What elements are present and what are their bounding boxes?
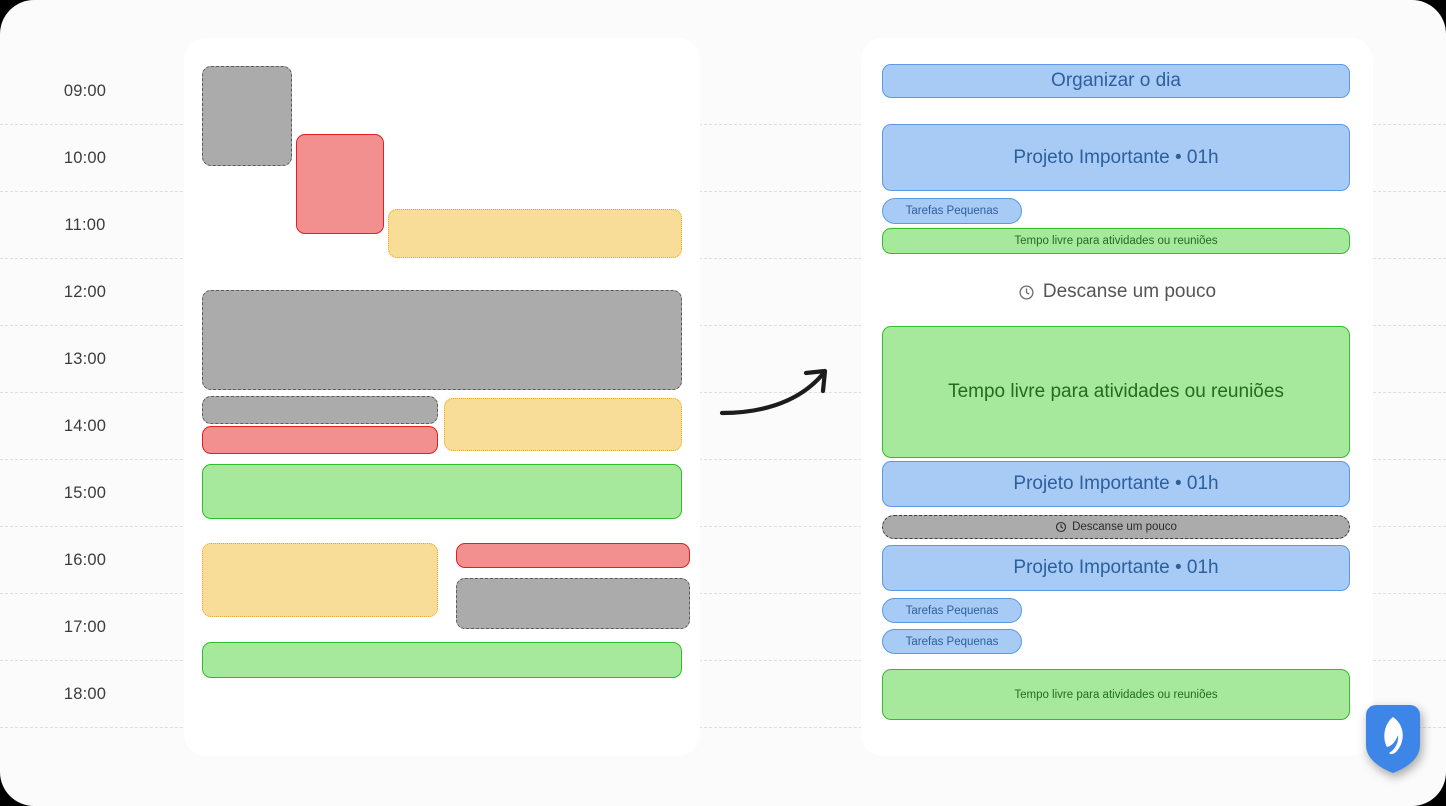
hour-label-1000: 10:00 [63,149,107,167]
calendar-block-red-9[interactable] [456,543,690,568]
calendar-block-yellow-8[interactable] [202,543,438,617]
task-card-label: Organizar o dia [1051,70,1181,91]
calendar-block-red-1[interactable] [296,134,384,234]
task-card-label: Tempo livre para atividades ou reuniões [948,381,1284,402]
task-card-blue-pill-2[interactable]: Tarefas Pequenas [882,198,1022,224]
calendar-block-gray-3[interactable] [202,290,682,390]
calendar-block-red-6[interactable] [202,426,438,454]
calendar-block-gray-4[interactable] [202,396,438,424]
hour-label-1800: 18:00 [63,685,107,703]
task-card-blue-7[interactable]: Projeto Importante • 01h [882,545,1350,591]
task-card-label: Tarefas Pequenas [905,635,999,648]
calendar-block-yellow-5[interactable] [444,398,682,451]
hour-label-1500: 15:00 [63,484,107,502]
task-card-blue-1[interactable]: Projeto Importante • 01h [882,124,1350,191]
task-card-green-4[interactable]: Tempo livre para atividades ou reuniões [882,326,1350,458]
hour-label-1300: 13:00 [63,350,107,368]
hour-label-1400: 14:00 [63,417,107,435]
task-card-label: Tempo livre para atividades ou reuniões [1014,235,1218,247]
hour-label-1200: 12:00 [63,283,107,301]
calendar-block-yellow-2[interactable] [388,209,682,258]
task-card-label: Descanse um pouco [1072,521,1177,533]
hour-label-1700: 17:00 [63,618,107,636]
calendar-block-green-11[interactable] [202,642,682,678]
task-card-label: Projeto Importante • 01h [1013,473,1219,494]
clock-icon [1018,284,1035,301]
task-card-green-small-10[interactable]: Tempo livre para atividades ou reuniões [882,669,1350,720]
clock-icon [1055,521,1067,533]
break-row: Descanse um pouco [861,281,1373,303]
hour-label-1100: 11:00 [64,216,106,234]
task-card-blue-pill-9[interactable]: Tarefas Pequenas [882,629,1022,654]
task-card-label: Projeto Importante • 01h [1013,146,1219,168]
task-card-label: Tarefas Pequenas [905,604,999,617]
hour-label-0900: 09:00 [63,82,107,100]
task-card-blue-0[interactable]: Organizar o dia [882,64,1350,98]
task-card-blue-5[interactable]: Projeto Importante • 01h [882,461,1350,507]
task-card-label: Tarefas Pequenas [905,205,999,217]
transform-arrow [718,365,848,435]
task-card-label: Projeto Importante • 01h [1013,557,1219,578]
break-row-label: Descanse um pouco [1042,281,1217,302]
shield-feather-logo [1362,703,1424,775]
calendar-block-gray-0[interactable] [202,66,292,166]
task-card-green-small-3[interactable]: Tempo livre para atividades ou reuniões [882,228,1350,254]
calendar-block-gray-10[interactable] [456,578,690,629]
task-card-blue-pill-8[interactable]: Tarefas Pequenas [882,598,1022,623]
task-card-label: Tempo livre para atividades ou reuniões [1014,688,1218,701]
calendar-block-green-7[interactable] [202,464,682,519]
task-card-gray-pill-6[interactable]: Descanse um pouco [882,515,1350,539]
hour-label-1600: 16:00 [63,551,107,569]
